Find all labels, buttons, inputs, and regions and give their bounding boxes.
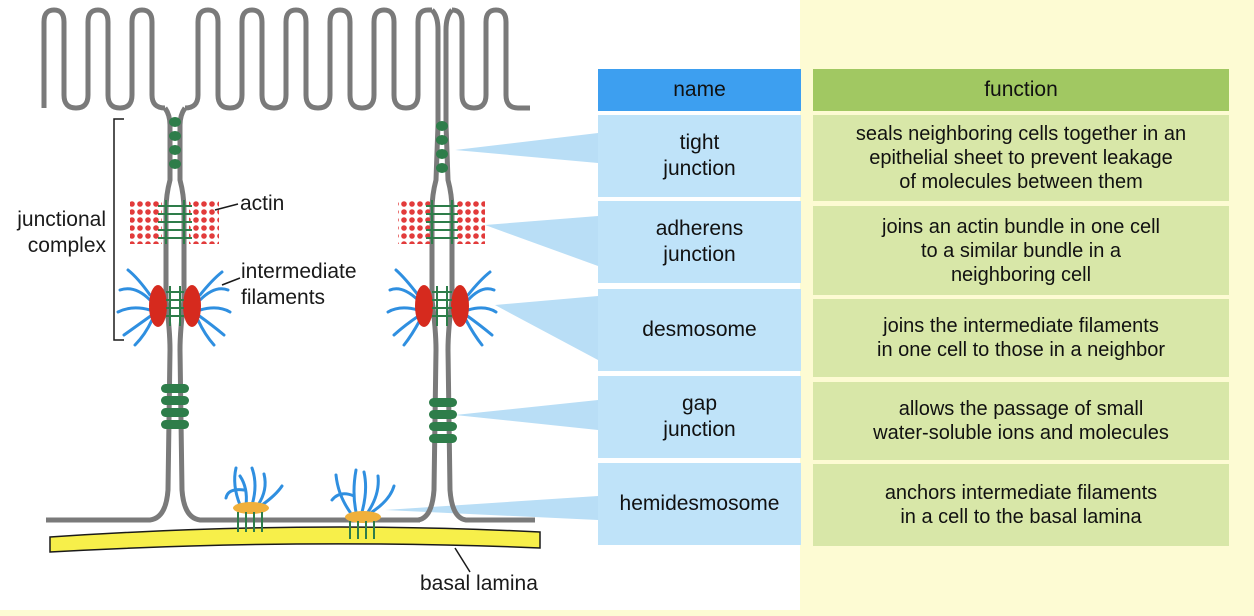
- label-junctional-complex: junctional complex: [17, 208, 106, 257]
- basal-lamina: [49, 526, 541, 553]
- adherens-junction-left: [130, 200, 219, 244]
- function-cell-gap-junction: allows the passage of small water-solubl…: [813, 382, 1229, 460]
- actin-leader: [214, 203, 239, 211]
- function-cell-adherens-junction: joins an actin bundle in one cell to a s…: [813, 206, 1229, 295]
- function-cell-hemidesmosome: anchors intermediate filaments in a cell…: [813, 464, 1229, 546]
- hemidesmosome-left: [224, 466, 284, 532]
- lateral-membrane-right-a: [417, 8, 441, 523]
- label-intermediate-filaments: intermediate filaments: [241, 260, 357, 309]
- label-actin: actin: [240, 192, 285, 215]
- tight-junction-right: [436, 121, 448, 173]
- name-cell-desmosome: desmosome: [598, 289, 801, 371]
- name-cell-tight-junction: tight junction: [598, 115, 801, 197]
- tight-junction-left: [169, 117, 181, 169]
- junctional-complex-bracket: [113, 118, 124, 341]
- label-basal-lamina: basal lamina: [420, 572, 538, 595]
- callout-beams: [385, 133, 598, 520]
- name-cell-gap-junction: gap junction: [598, 376, 801, 458]
- desmosome-right: [386, 268, 498, 347]
- basal-lamina-leader: [454, 547, 471, 573]
- hemidesmosome-right: [330, 468, 396, 539]
- filaments-leader: [221, 277, 241, 286]
- column-header-name: name: [598, 69, 801, 111]
- name-cell-adherens-junction: adherens junction: [598, 201, 801, 283]
- gap-junction-right: [429, 398, 457, 443]
- function-cell-tight-junction: seals neighboring cells together in an e…: [813, 115, 1229, 201]
- column-header-function: function: [813, 69, 1229, 111]
- lateral-membrane-left-b: [177, 106, 420, 523]
- name-cell-hemidesmosome: hemidesmosome: [598, 463, 801, 545]
- microvilli-membrane: [41, 7, 530, 111]
- function-cell-desmosome: joins the intermediate filaments in one …: [813, 299, 1229, 377]
- adherens-junction-right: [398, 200, 485, 244]
- gap-junction-left: [161, 384, 189, 429]
- desmosome-left: [116, 268, 232, 347]
- lateral-membrane-right-b: [443, 8, 535, 523]
- cell-junction-diagram: [41, 7, 598, 573]
